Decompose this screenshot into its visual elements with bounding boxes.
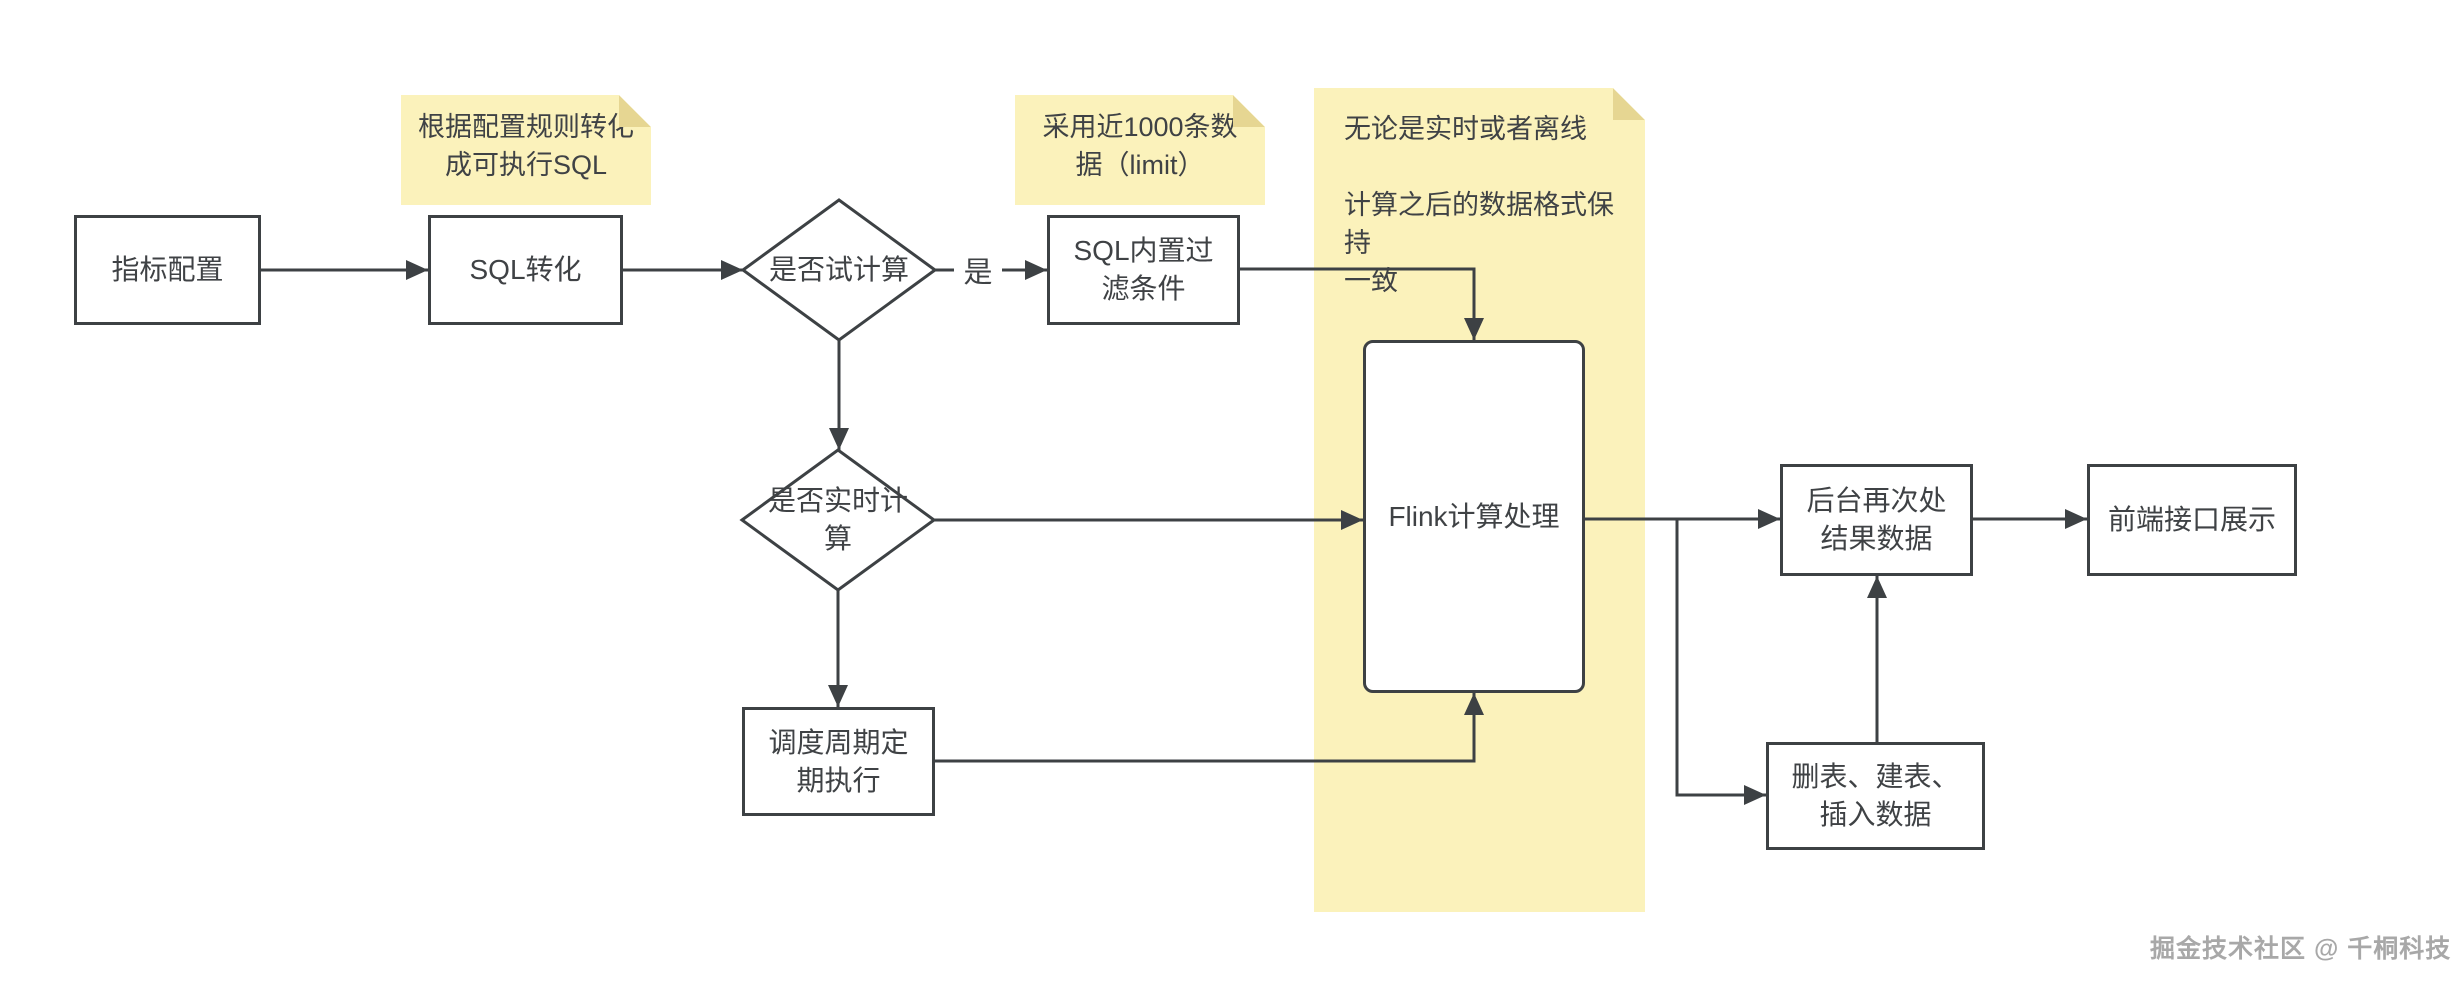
note-limit: 采用近1000条数 据（limit）	[1015, 95, 1265, 205]
node-sql-builtin-filter: SQL内置过 滤条件	[1047, 215, 1240, 325]
decision-trial-calc-shape	[740, 198, 938, 342]
edge-label-yes: 是	[954, 248, 1002, 292]
node-frontend-display: 前端接口展示	[2087, 464, 2297, 576]
decision-realtime: 是否实时计 算	[742, 450, 934, 590]
node-sql-builtin-filter-label: SQL内置过 滤条件	[1073, 235, 1214, 304]
node-schedule-periodic-label: 调度周期定 期执行	[768, 726, 909, 796]
node-sql-convert-label: SQL转化	[469, 254, 582, 285]
decision-realtime-label: 是否实时计 算	[767, 485, 908, 554]
node-indicator-config-label: 指标配置	[111, 254, 224, 285]
arrow-schedule-to-flink	[935, 693, 1484, 763]
watermark-text: 掘金技术社区 @ 千桐科技	[2150, 935, 2452, 963]
node-frontend-display-label: 前端接口展示	[2107, 504, 2276, 535]
arrow-flink-to-tableops	[1675, 519, 1766, 805]
node-table-operations: 删表、建表、 插入数据	[1766, 742, 1985, 850]
arrow-filter-to-flink	[1240, 267, 1484, 340]
node-flink-process-label: Flink计算处理	[1388, 500, 1560, 532]
note-sql-rule-text: 根据配置规则转化 成可执行SQL	[418, 112, 634, 180]
node-schedule-periodic: 调度周期定 期执行	[742, 707, 935, 816]
note-data-format-text: 无论是实时或者离线 计算之后的数据格式保持 一致	[1344, 114, 1614, 296]
node-table-operations-label: 删表、建表、 插入数据	[1791, 761, 1960, 830]
node-backend-reprocess: 后台再次处 结果数据	[1780, 464, 1973, 576]
node-indicator-config: 指标配置	[74, 215, 261, 325]
node-flink-process: Flink计算处理	[1363, 340, 1585, 693]
decision-realtime-shape	[739, 448, 937, 592]
decision-trial-calc: 是否试计算	[743, 200, 935, 340]
decision-trial-calc-label: 是否试计算	[768, 254, 909, 285]
note-sql-rule: 根据配置规则转化 成可执行SQL	[401, 95, 651, 205]
node-sql-convert: SQL转化	[428, 215, 623, 325]
node-backend-reprocess-label: 后台再次处 结果数据	[1806, 485, 1947, 554]
note-limit-text: 采用近1000条数 据（limit）	[1042, 112, 1238, 180]
